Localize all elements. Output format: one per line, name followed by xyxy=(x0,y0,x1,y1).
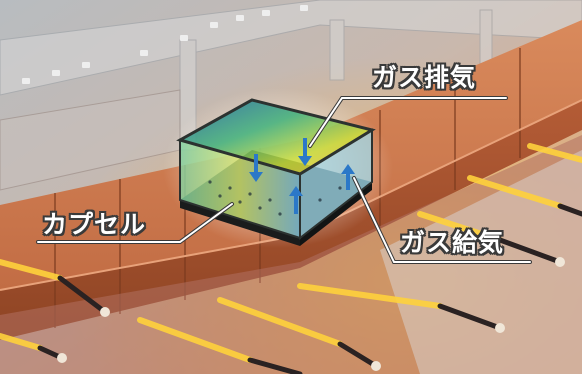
capsule-label: カプセル xyxy=(42,210,147,239)
gas-exhaust-label: ガス排気 xyxy=(372,63,477,92)
supply-arrow-icon xyxy=(289,186,303,214)
exhaust-arrow-icon xyxy=(249,154,263,182)
leader-lines xyxy=(36,96,532,264)
gas-supply-label: ガス給気 xyxy=(400,228,505,257)
supply-arrow-icon xyxy=(341,164,355,190)
capsule xyxy=(163,88,393,248)
exhaust-arrow-icon xyxy=(298,138,312,166)
